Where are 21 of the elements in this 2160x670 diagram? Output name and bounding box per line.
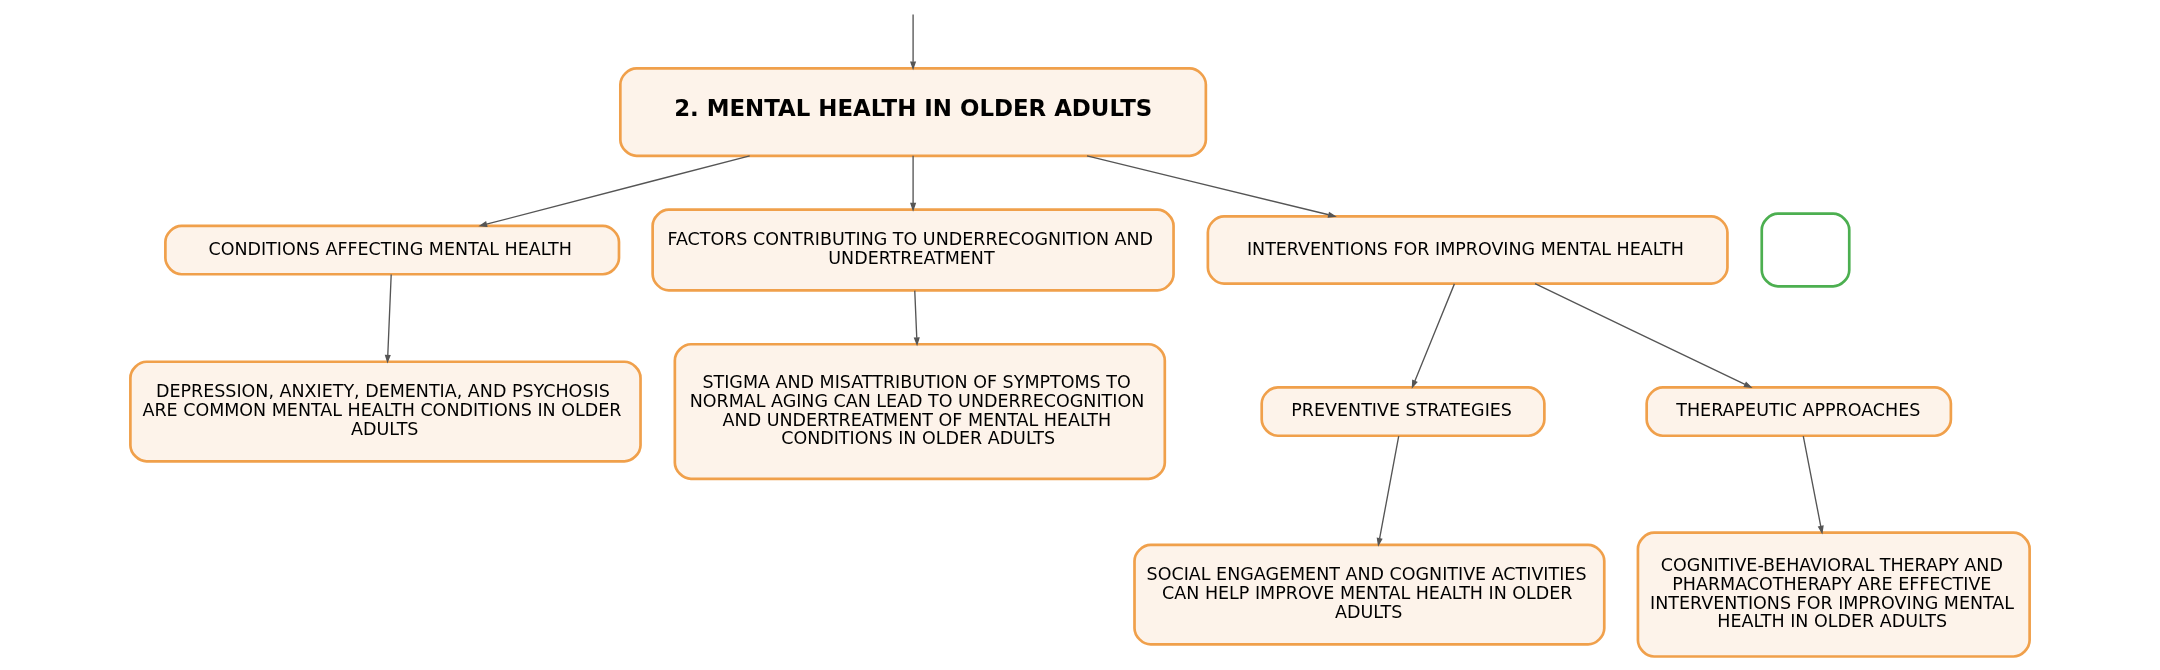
node-box: 2. MENTAL HEALTH IN OLDER ADULTS [619, 66, 1208, 158]
arrow [478, 155, 751, 228]
node-box: INTERVENTIONS FOR IMPROVING MENTAL HEALTH [1206, 215, 1729, 285]
arrow [1411, 283, 1456, 389]
arrow [1802, 435, 1824, 535]
node-box: THERAPEUTIC APPROACHES [1645, 385, 1953, 438]
node-box: SOCIAL ENGAGEMENT AND COGNITIVE ACTIVITIES CAN HELP IMPROVE MENTAL HEALTH IN OLDER ADULTS [1133, 543, 1606, 646]
node-box [1760, 212, 1851, 288]
node-box: COGNITIVE-BEHAVIORAL THERAPY AND PHARMACOTHERAPY ARE EFFECTIVE INTERVENTIONS FOR IMPROVING MENTAL HEALTH IN OLDER ADULTS [1636, 531, 2031, 658]
node-box: CONDITIONS AFFECTING MENTAL HEALTH [164, 224, 621, 276]
arrow [1376, 435, 1400, 547]
node-box: PREVENTIVE STRATEGIES [1260, 385, 1546, 438]
node-box: FACTORS CONTRIBUTING TO UNDERRECOGNITION AND UNDERTREATMENT [651, 208, 1175, 292]
node-box: STIGMA AND MISATTRIBUTION OF SYMPTOMS TO NORMAL AGING CAN LEAD TO UNDERRECOGNITION AND UNDERTREATMENT OF MENTAL HEALTH CONDITIONS IN OLDER ADULTS [673, 342, 1167, 481]
arrow [913, 289, 920, 347]
arrow [910, 155, 917, 212]
arrow [384, 273, 392, 364]
node-box: DEPRESSION, ANXIETY, DEMENTIA, AND PSYCHOSIS ARE COMMON MENTAL HEALTH CONDITIONS IN OLDER ADULTS [129, 360, 642, 463]
arrow [1534, 283, 1753, 389]
arrow [910, 13, 917, 71]
arrow [1086, 155, 1337, 218]
